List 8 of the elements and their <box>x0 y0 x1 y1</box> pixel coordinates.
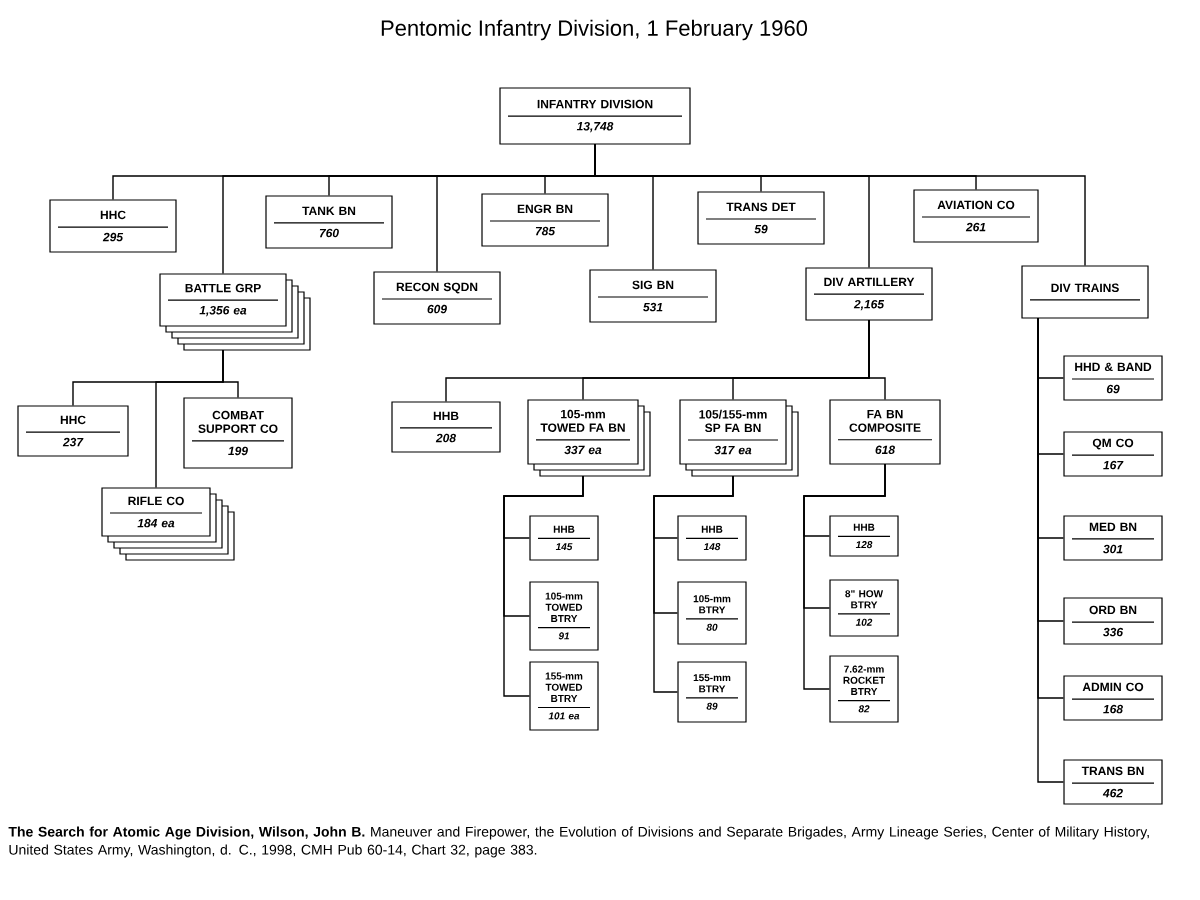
connector-line <box>803 463 886 690</box>
connector-line <box>594 143 1086 267</box>
connector-line <box>868 319 886 401</box>
title: Pentomic Infantry Division, 1 February 1960 <box>381 19 808 41</box>
connector-line <box>155 349 224 489</box>
connector-line <box>653 475 734 693</box>
connector-line <box>1037 317 1065 783</box>
connector-line <box>503 475 584 697</box>
